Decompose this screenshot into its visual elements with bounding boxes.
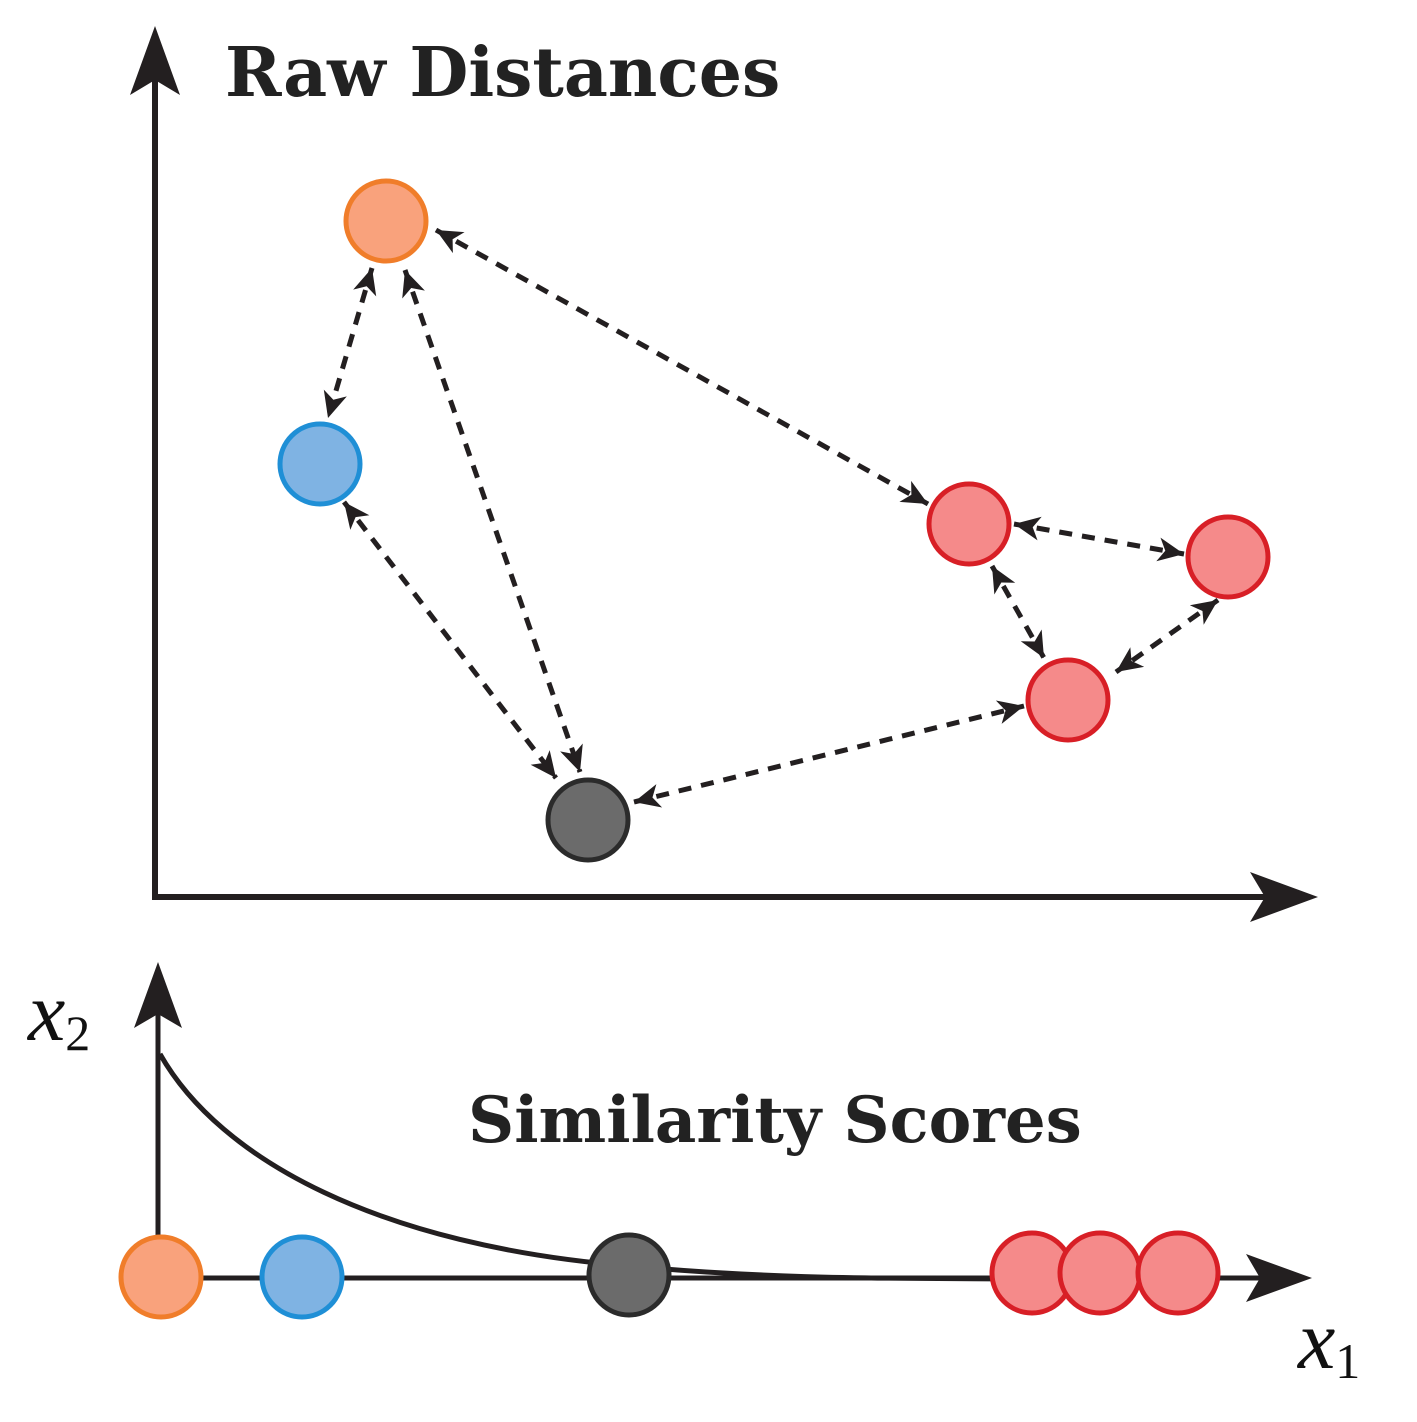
orange-node <box>343 178 429 264</box>
bottom-orange-node <box>118 1234 204 1320</box>
bottom-x-axis-label: x1 <box>1296 1294 1360 1389</box>
bottom-red-node-3 <box>1135 1230 1221 1316</box>
arrow-orange-red1 <box>434 227 930 507</box>
bottom-y-axis-arrowhead <box>134 962 182 1028</box>
blue-node <box>277 421 363 507</box>
bottom-red-node-2 <box>1057 1230 1143 1316</box>
bottom-gray-node <box>586 1232 672 1318</box>
bottom-panel-title: Similarity Scores <box>468 1083 1082 1158</box>
bottom-y-axis-label: x2 <box>26 966 90 1061</box>
bottom-blue-node <box>259 1234 345 1320</box>
red-node-1 <box>926 481 1012 567</box>
top-panel: Raw Distances <box>130 26 1318 922</box>
red-node-2 <box>1185 514 1271 600</box>
top-y-axis-arrowhead <box>130 26 180 95</box>
arrow-orange-blue <box>323 267 377 419</box>
bottom-x-axis-arrowhead <box>1246 1254 1312 1302</box>
gray-node <box>545 777 631 863</box>
distance-arrows <box>323 227 1220 808</box>
arrow-red1-red3 <box>989 564 1047 660</box>
arrow-orange-gray <box>402 269 583 773</box>
arrow-red1-red2 <box>1013 516 1185 562</box>
arrow-red2-red3 <box>1114 597 1220 675</box>
top-panel-title: Raw Distances <box>225 33 780 113</box>
arrow-blue-gray <box>342 500 558 780</box>
red-node-3 <box>1025 657 1111 743</box>
arrow-gray-red3 <box>633 700 1025 808</box>
top-x-axis-arrowhead <box>1250 872 1318 922</box>
bottom-panel: x2 x1 Similarity Scores <box>26 962 1360 1389</box>
